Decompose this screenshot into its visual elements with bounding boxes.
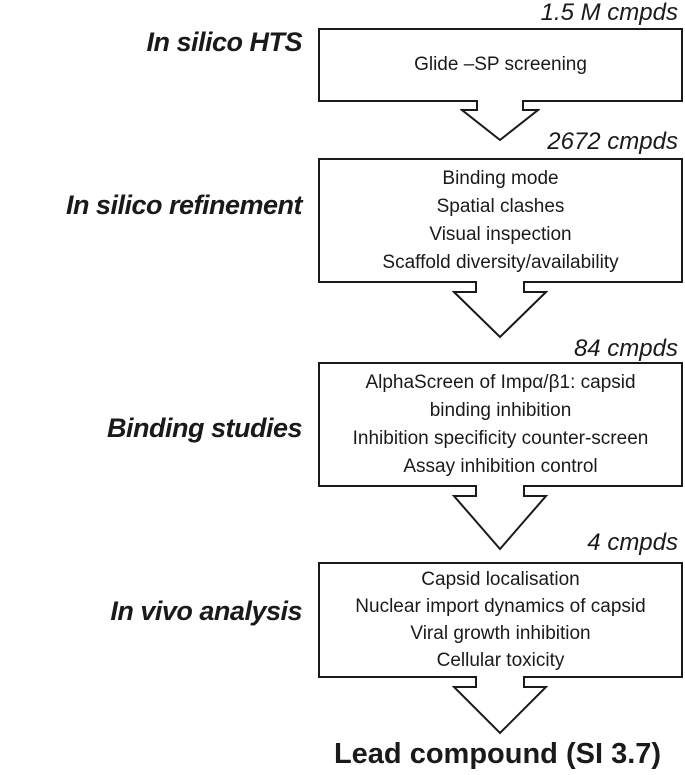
box-text-line: Nuclear import dynamics of capsid xyxy=(355,596,646,617)
box-text-line: binding inhibition xyxy=(429,399,572,421)
box-text-line: Binding mode xyxy=(442,167,559,189)
stage-label-in-vivo-analysis: In vivo analysis xyxy=(110,596,302,626)
stage-label-in-silico-hts: In silico HTS xyxy=(146,27,302,57)
box-text-line: Visual inspection xyxy=(429,223,572,245)
down-arrow-icon xyxy=(452,281,548,339)
down-arrow-icon xyxy=(452,485,548,551)
stage-label-binding-studies: Binding studies xyxy=(107,413,303,443)
box-text-line: Scaffold diversity/availability xyxy=(382,251,619,273)
count-stage-4: 4 cmpds xyxy=(587,529,678,556)
box-text-line: AlphaScreen of Impα/β1: capsid xyxy=(365,371,636,393)
box-binding-studies: AlphaScreen of Impα/β1: capsid binding i… xyxy=(318,362,683,487)
box-text-line: Inhibition specificity counter-screen xyxy=(352,427,649,449)
down-arrow-icon xyxy=(452,676,548,735)
box-in-silico-hts: Glide –SP screening xyxy=(318,28,683,102)
box-text-line: Glide –SP screening xyxy=(414,54,587,75)
lead-compound-result: Lead compound (SI 3.7) xyxy=(333,738,662,770)
count-stage-2: 2672 cmpds xyxy=(547,128,678,155)
box-text-line: Assay inhibition control xyxy=(403,455,598,477)
box-in-silico-refinement: Binding mode Spatial clashes Visual insp… xyxy=(318,158,683,283)
count-stage-1: 1.5 M cmpds xyxy=(540,0,678,26)
box-text-line: Cellular toxicity xyxy=(436,650,565,671)
box-in-vivo-analysis: Capsid localisation Nuclear import dynam… xyxy=(318,562,683,678)
stage-label-in-silico-refinement: In silico refinement xyxy=(65,190,303,220)
count-stage-3: 84 cmpds xyxy=(573,335,678,362)
box-text-line: Spatial clashes xyxy=(436,195,565,217)
box-text-line: Viral growth inhibition xyxy=(410,623,591,644)
down-arrow-icon xyxy=(460,100,540,142)
box-text-line: Capsid localisation xyxy=(421,569,580,590)
